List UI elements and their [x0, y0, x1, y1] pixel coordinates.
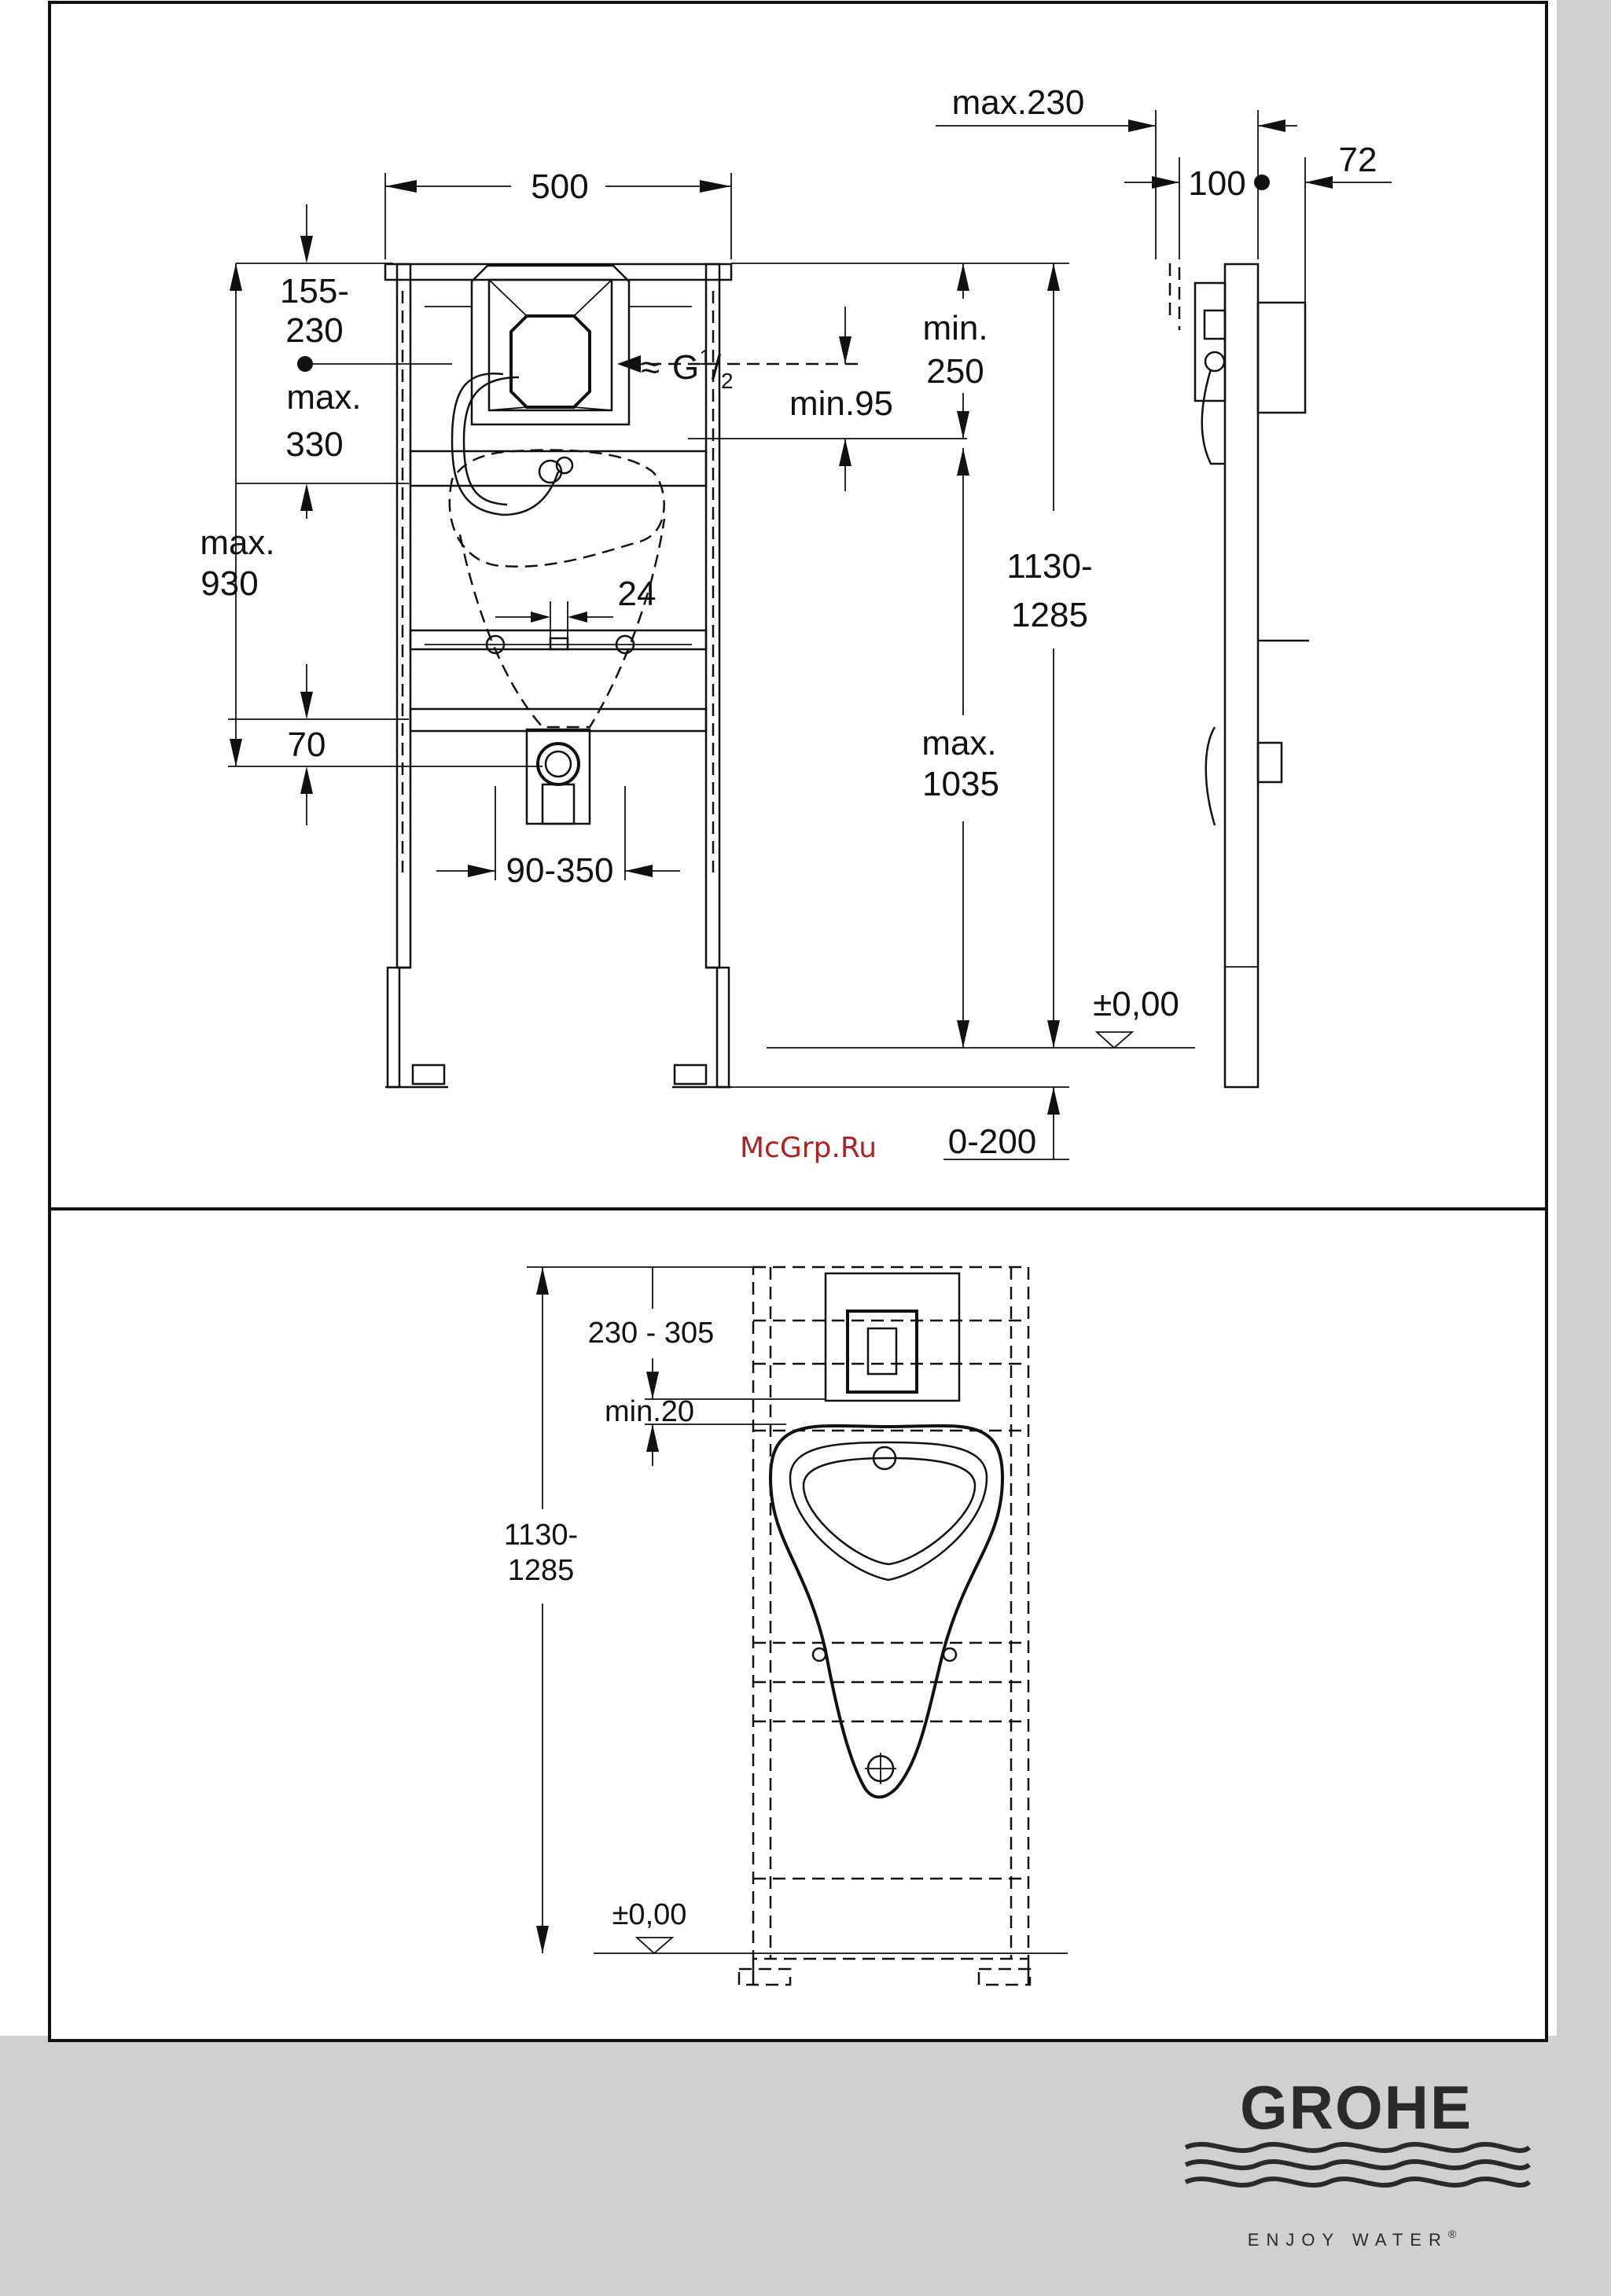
fixing-range-label: 90-350 — [506, 851, 613, 890]
depth-max-label: max.230 — [952, 83, 1085, 122]
depth-72-label: 72 — [1339, 141, 1377, 179]
urinal-height-line2: 1285 — [508, 1554, 575, 1587]
approx-symbol: ≈ — [641, 348, 660, 387]
top-to-inlet-line1: 155- — [280, 272, 349, 310]
top-clearance-line2: 250 — [926, 352, 984, 391]
side-strip — [1557, 0, 1611, 2036]
foot-range-label: 0-200 — [948, 1122, 1037, 1161]
top-range-label: 230 - 305 — [588, 1317, 715, 1350]
lower-panel-frame — [50, 1209, 1547, 2041]
inlet-to-bowl-line1: max. — [286, 378, 361, 417]
urinal-height-line1: 1130- — [504, 1519, 578, 1552]
top-clearance-line1: min. — [922, 309, 988, 347]
gap-label: min.20 — [605, 1395, 694, 1428]
spacing-label: min.95 — [789, 384, 893, 423]
height-right-line2: 1285 — [1011, 596, 1088, 634]
brand-name: GROHE — [1240, 2073, 1473, 2142]
height-right-line1: 1130- — [1006, 547, 1092, 586]
floor-level-label: ±0,00 — [1093, 985, 1179, 1023]
waste-offset-label: 70 — [288, 726, 326, 764]
overall-left-line2: 930 — [200, 564, 258, 603]
width-500-label: 500 — [531, 167, 588, 206]
inlet-to-bowl-line2: 330 — [285, 425, 343, 464]
floor-to-fix-line1: max. — [921, 724, 996, 762]
watermark-text: McGrp.Ru — [740, 1132, 877, 1164]
depth-100-label: 100 — [1188, 164, 1245, 203]
brand-tagline: ENJOY WATER® — [1248, 2228, 1463, 2250]
urinal-floor-level-label: ±0,00 — [612, 1898, 687, 1931]
top-to-inlet-line2: 230 — [285, 311, 343, 350]
slot-24-label: 24 — [618, 575, 657, 613]
floor-to-fix-line2: 1035 — [922, 765, 999, 803]
overall-left-line1: max. — [200, 523, 274, 562]
